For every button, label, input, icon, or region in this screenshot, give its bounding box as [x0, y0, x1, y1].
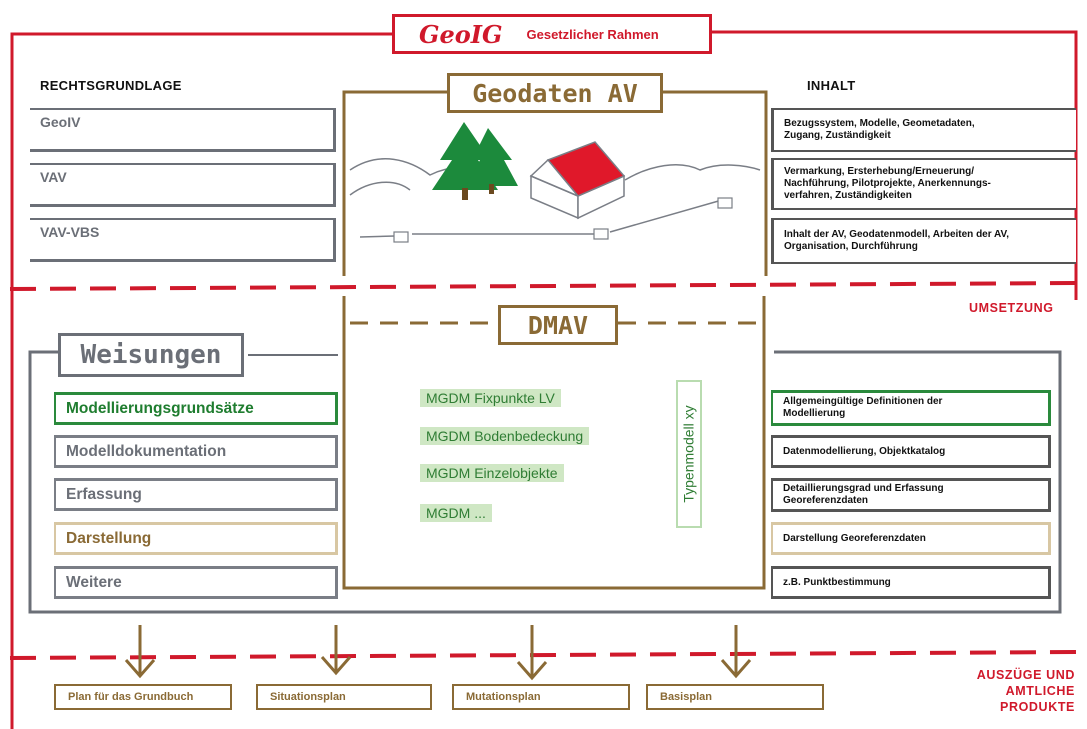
content-item-1: Bezugssystem, Modelle, Geometadaten,Zuga… [771, 108, 1076, 152]
typenmodell-box: Typenmodell xy [676, 380, 702, 528]
description-3-line-2: Georeferenzdaten [783, 495, 869, 506]
content-1-line-1: Bezugssystem, Modelle, Geometadaten, [784, 118, 975, 129]
umsetzung-label: UMSETZUNG [969, 301, 1054, 315]
description-1-line-2: Modellierung [783, 408, 846, 419]
content-1-line-2: Zugang, Zuständigkeit [784, 130, 891, 141]
auszuege-label: AUSZÜGE UND AMTLICHE PRODUKTE [942, 667, 1075, 715]
weisung-erfassung: Erfassung [54, 478, 338, 511]
mgdm-model-4: MGDM ... [420, 504, 492, 522]
auszuege-line-1: AUSZÜGE UND [976, 668, 1075, 682]
auszuege-line-2: AMTLICHE PRODUKTE [1000, 684, 1075, 714]
content-item-2: Vermarkung, Ersterhebung/Erneuerung/Nach… [771, 158, 1076, 210]
geodaten-av-tag: Geodaten AV [447, 73, 663, 113]
description-4: Darstellung Georeferenzdaten [771, 522, 1051, 555]
content-2-line-2: Nachführung, Pilotprojekte, Anerkennungs… [784, 178, 991, 189]
geolg-title-box: GeoIG Gesetzlicher Rahmen [392, 14, 712, 54]
product-situationsplan: Situationsplan [256, 684, 432, 710]
weisung-darstellung: Darstellung [54, 522, 338, 555]
product-plan-grundbuch: Plan für das Grundbuch [54, 684, 232, 710]
geolg-subtitle: Gesetzlicher Rahmen [526, 26, 659, 42]
mgdm-model-3: MGDM Einzelobjekte [420, 464, 564, 482]
mgdm-model-2: MGDM Bodenbedeckung [420, 427, 590, 445]
dmav-tag: DMAV [498, 305, 618, 345]
content-2-line-3: verfahren, Zuständigkeiten [784, 190, 912, 201]
product-mutationsplan: Mutationsplan [452, 684, 630, 710]
content-3-line-2: Organisation, Durchführung [784, 241, 918, 252]
legal-item-geoiv: GeoIV [30, 108, 336, 152]
typenmodell-label: Typenmodell xy [681, 405, 697, 503]
description-4-line-1: Darstellung Georeferenzdaten [783, 532, 926, 544]
mgdm-model-1: MGDM Fixpunkte LV [420, 389, 561, 407]
content-item-3: Inhalt der AV, Geodatenmodell, Arbeiten … [771, 218, 1076, 264]
description-5: z.B. Punktbestimmung [771, 566, 1051, 599]
content-2-line-1: Vermarkung, Ersterhebung/Erneuerung/ [784, 166, 975, 177]
product-basisplan: Basisplan [646, 684, 824, 710]
geolg-title: GeoIG [419, 19, 503, 49]
weisung-weitere: Weitere [54, 566, 338, 599]
description-2-line-1: Datenmodellierung, Objektkatalog [783, 445, 946, 457]
legal-item-vav: VAV [30, 163, 336, 207]
content-3-line-1: Inhalt der AV, Geodatenmodell, Arbeiten … [784, 229, 1010, 240]
description-5-line-1: z.B. Punktbestimmung [783, 576, 891, 588]
weisung-modellierungsgrundsaetze: Modellierungsgrundsätze [54, 392, 338, 425]
weisungen-tag: Weisungen [58, 333, 244, 377]
description-2: Datenmodellierung, Objektkatalog [771, 435, 1051, 468]
description-3-line-1: Detaillierungsgrad und Erfassung [783, 483, 944, 494]
legal-item-vav-vbs: VAV-VBS [30, 218, 336, 262]
description-1-line-1: Allgemeingültige Definitionen der [783, 396, 943, 407]
inhalt-heading: INHALT [807, 78, 856, 93]
weisung-modelldokumentation: Modelldokumentation [54, 435, 338, 468]
rechtsgrundlage-heading: RECHTSGRUNDLAGE [40, 78, 182, 93]
